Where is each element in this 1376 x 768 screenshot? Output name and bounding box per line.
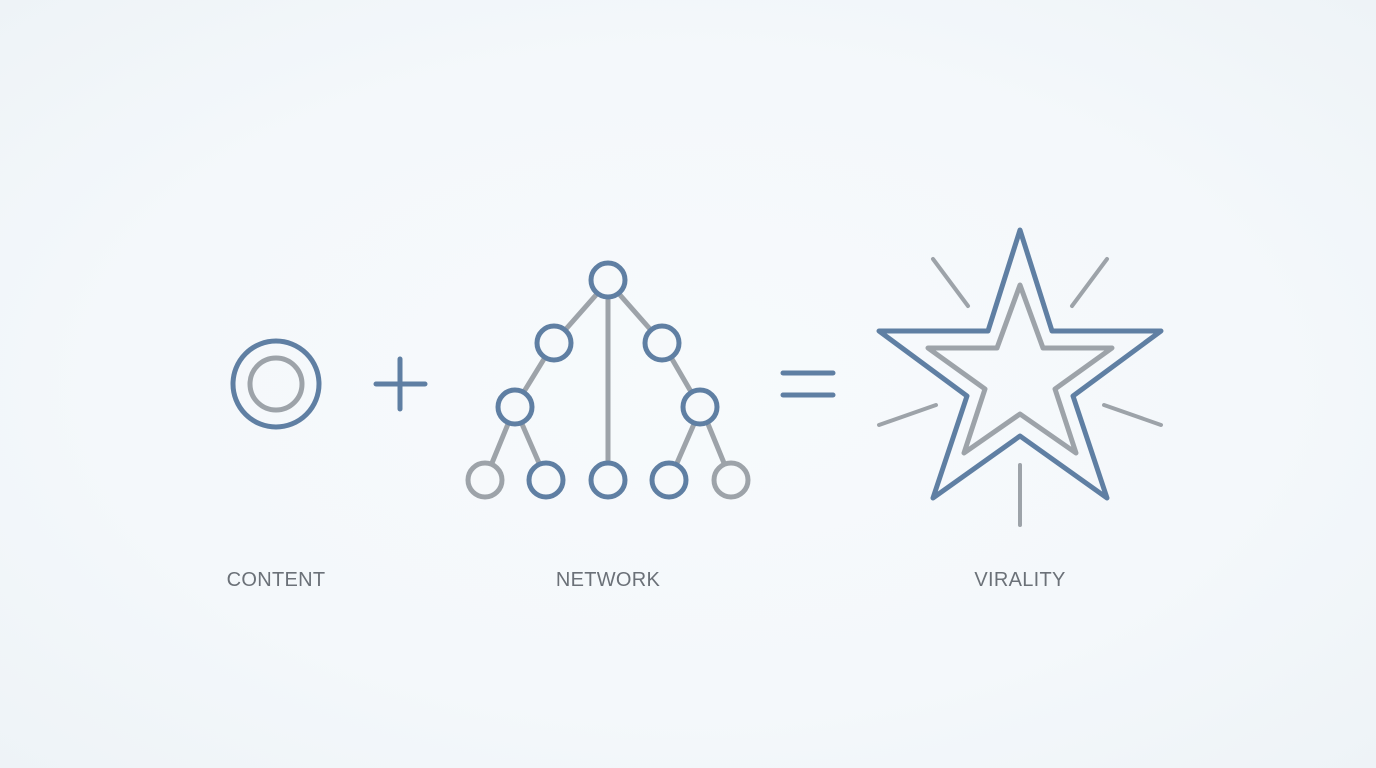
star-inner <box>925 282 1115 456</box>
content-label: CONTENT <box>226 569 326 591</box>
network-leaf <box>526 460 566 500</box>
network-leaf <box>649 460 689 500</box>
network-node <box>495 387 535 427</box>
network-leaf <box>588 460 628 500</box>
virality-label: VIRALITY <box>974 569 1066 591</box>
virality-star-icon <box>876 227 1164 527</box>
plus-icon <box>373 356 428 412</box>
network-tree-icon <box>465 260 751 500</box>
content-target-icon <box>230 338 322 430</box>
network-node <box>680 387 720 427</box>
network-node-root <box>588 260 628 300</box>
network-node <box>534 323 574 363</box>
network-node <box>642 323 682 363</box>
network-leaf <box>711 460 751 500</box>
star-outer <box>876 227 1164 501</box>
network-leaf <box>465 460 505 500</box>
network-label: NETWORK <box>555 569 661 591</box>
equals-icon <box>780 370 836 398</box>
network-edges <box>489 292 727 466</box>
star-rays <box>877 257 1163 527</box>
